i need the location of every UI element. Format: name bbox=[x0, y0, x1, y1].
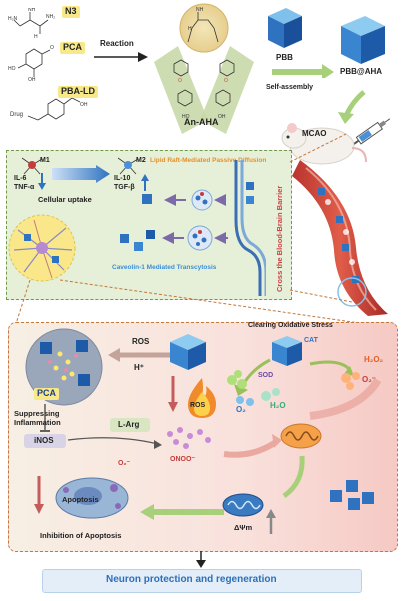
ros-down-arrow bbox=[168, 376, 178, 412]
lipid-raft-label: Lipid Raft-Mediated Passive Diffusion bbox=[150, 157, 267, 164]
inos-box bbox=[24, 434, 66, 448]
h2o2-label: H₂O₂ bbox=[364, 355, 384, 364]
ros-top-label: ROS bbox=[132, 337, 150, 346]
reaction-arrow bbox=[94, 52, 148, 62]
inos-label: iNOS bbox=[34, 436, 54, 445]
svg-text:O: O bbox=[50, 45, 54, 51]
pbb-aha-mech-cube bbox=[170, 334, 206, 370]
apoptosis-cell-icon bbox=[55, 477, 129, 519]
h2o-label: H₂O bbox=[270, 401, 286, 410]
up-arrow-icon bbox=[141, 174, 149, 191]
svg-text:NH: NH bbox=[28, 8, 36, 13]
svg-text:O: O bbox=[178, 78, 182, 84]
o2-label: O₂ bbox=[236, 405, 246, 414]
onoo-label: ONOO⁻ bbox=[170, 456, 196, 463]
svg-text:NH: NH bbox=[196, 7, 204, 13]
down-arrow-icon bbox=[38, 173, 46, 190]
tgf-label: TGF-β bbox=[114, 184, 135, 191]
m1-microglia-icon bbox=[21, 157, 43, 175]
pba-ld-label: PBA-LD bbox=[58, 86, 98, 98]
mcao-label: MCAO bbox=[302, 129, 327, 138]
l-arg-label: L-Arg bbox=[118, 420, 140, 429]
svg-text:NH₂: NH₂ bbox=[46, 14, 55, 20]
m1-to-m2-arrow bbox=[52, 165, 110, 183]
n3-label: N3 bbox=[62, 6, 80, 18]
svg-text:HO: HO bbox=[8, 66, 16, 72]
svg-text:H: H bbox=[188, 26, 192, 32]
mito-to-apoptosis-arrow bbox=[140, 455, 305, 520]
svg-text:O: O bbox=[224, 78, 228, 84]
dpsi-up-arrow bbox=[266, 509, 276, 534]
svg-text:OH: OH bbox=[80, 102, 88, 108]
apoptosis-label: Apoptosis bbox=[62, 495, 99, 504]
cat-label: CAT bbox=[304, 337, 318, 344]
ros-fire-label: ROS bbox=[190, 402, 206, 409]
pbb-label: PBB bbox=[276, 53, 293, 62]
cube-cluster bbox=[330, 480, 374, 510]
an-aha-label: An-AHA bbox=[184, 117, 219, 127]
neuron-cell-icon bbox=[8, 214, 76, 282]
drug-label: Drug bbox=[10, 112, 24, 118]
svg-text:H: H bbox=[34, 34, 38, 40]
caveolin-label: Caveolin-1 Mediated Transcytosis bbox=[112, 264, 217, 271]
inhibit-line bbox=[40, 404, 50, 432]
inhibition-label: Inhibition of Apoptosis bbox=[40, 531, 122, 540]
syringe-icon bbox=[353, 118, 391, 145]
o2-minus-label: O₂⁻ bbox=[362, 375, 376, 384]
pca-release-icon bbox=[25, 328, 103, 406]
ros-fire-icon bbox=[188, 378, 216, 418]
blood-vessel bbox=[292, 160, 388, 316]
bbb-membrane bbox=[234, 160, 266, 296]
m2-microglia-icon bbox=[117, 157, 139, 175]
svg-text:HO: HO bbox=[182, 114, 190, 120]
il6-label: IL-6 bbox=[14, 175, 27, 182]
mitochondria-icon bbox=[280, 423, 322, 449]
suppressing-label: Suppressing Inflammation bbox=[14, 409, 61, 427]
l-arg-box bbox=[110, 418, 150, 432]
pca-label: PCA bbox=[60, 42, 86, 54]
pbb-aha-cube bbox=[341, 16, 385, 64]
release-arrow bbox=[108, 348, 170, 362]
final-arrow bbox=[196, 551, 206, 568]
an-aha-structure: O O NH H HO OH bbox=[154, 3, 254, 134]
self-assembly-label: Self-assembly bbox=[266, 84, 314, 91]
cellular-uptake-label: Cellular uptake bbox=[38, 195, 92, 204]
sod-label: SOD bbox=[258, 372, 274, 379]
inos-arrow bbox=[67, 437, 162, 449]
m1-label: M1 bbox=[40, 157, 50, 164]
pbb-cube bbox=[268, 8, 302, 48]
svg-text:H₂N: H₂N bbox=[8, 16, 18, 22]
zoom-lines bbox=[13, 133, 381, 331]
svg-text:OH: OH bbox=[28, 77, 36, 83]
vesicle-transport bbox=[120, 189, 228, 251]
membrane-potential-icon bbox=[222, 493, 264, 517]
h-plus-label: H⁺ bbox=[134, 363, 144, 372]
m2-label: M2 bbox=[136, 157, 146, 164]
clearing-label: Clearing Oxidative Stress bbox=[248, 322, 333, 329]
self-assembly-arrow bbox=[272, 64, 334, 78]
pbb-aha-label: PBB@AHA bbox=[340, 67, 383, 76]
svg-text:OH: OH bbox=[218, 114, 226, 120]
pca-mech-label: PCA bbox=[34, 388, 60, 400]
dpsi-label: ΔΨm bbox=[234, 523, 253, 532]
nanozyme-cube bbox=[272, 336, 302, 366]
mito-arrow bbox=[223, 434, 282, 458]
o2-minus-2-label: O₂⁻ bbox=[118, 460, 131, 467]
onoo-particles bbox=[167, 427, 211, 449]
injection-arrow bbox=[338, 90, 366, 124]
tnf-label: TNF-α bbox=[14, 184, 35, 191]
result-banner-text: Neuron protection and regeneration bbox=[106, 574, 277, 585]
reaction-label: Reaction bbox=[100, 39, 134, 48]
il10-label: IL-10 bbox=[114, 175, 131, 182]
ros-scavenging-arrows bbox=[227, 358, 382, 420]
result-banner bbox=[42, 569, 362, 593]
apoptosis-down-arrow bbox=[34, 476, 44, 514]
